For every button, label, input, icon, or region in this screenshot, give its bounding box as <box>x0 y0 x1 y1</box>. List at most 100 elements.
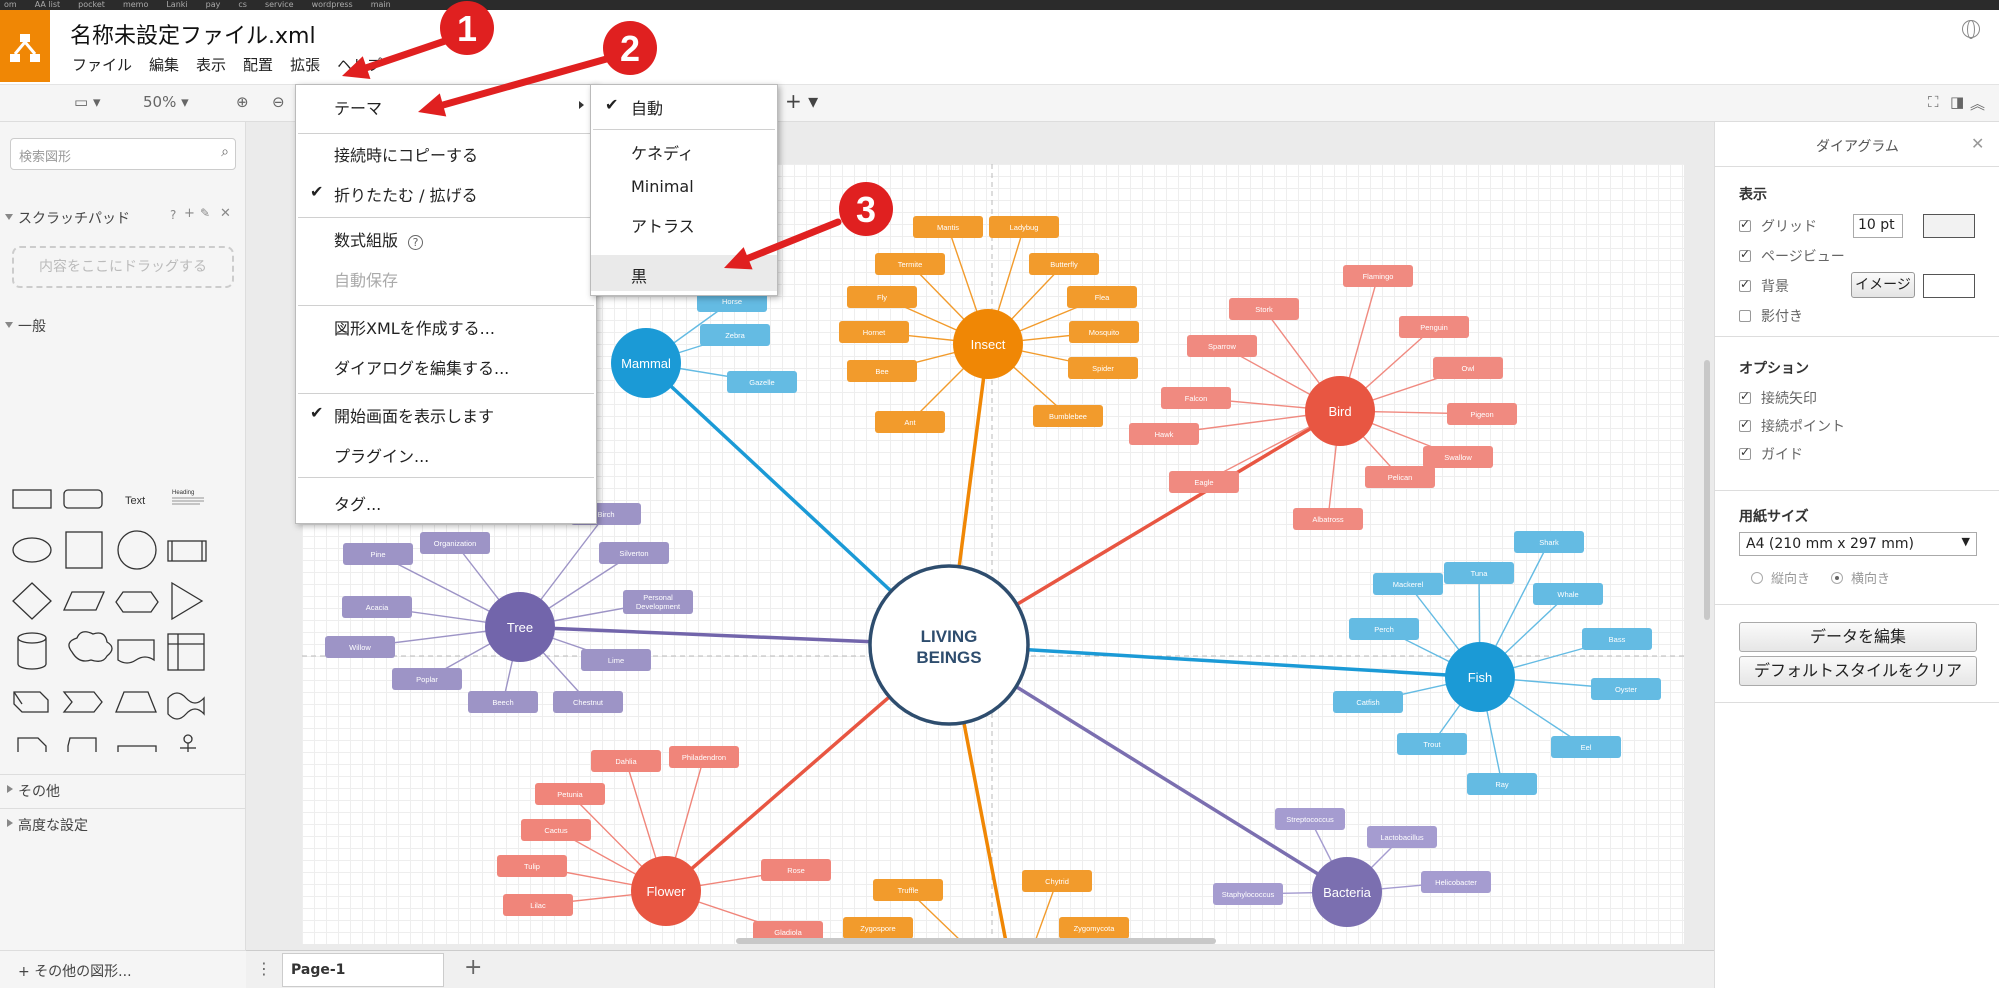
horizontal-scrollbar[interactable] <box>736 938 1216 944</box>
leaf-node[interactable]: Tulip <box>497 855 567 877</box>
page-menu-icon[interactable]: ⋮ <box>256 959 272 978</box>
tree-node[interactable]: Tree <box>485 592 555 662</box>
os-bookmark-item[interactable]: memo <box>122 0 149 9</box>
leaf-node[interactable]: Mackerel <box>1373 573 1443 595</box>
leaf-node[interactable]: Organization <box>420 532 490 554</box>
leaf-node[interactable]: Lime <box>581 649 651 671</box>
leaf-node[interactable]: Trout <box>1397 733 1467 755</box>
clear-style-button[interactable]: デフォルトスタイルをクリア <box>1739 656 1977 686</box>
menu-item[interactable]: 拡張 <box>290 56 321 74</box>
more-shapes-button[interactable]: + その他の図形... <box>0 950 246 988</box>
menu-item[interactable]: 配置 <box>243 56 274 74</box>
extension-menu-item[interactable]: テーマ <box>296 95 596 118</box>
mammal-node[interactable]: Mammal <box>611 328 681 398</box>
leaf-node[interactable]: Mosquito <box>1069 321 1139 343</box>
leaf-node[interactable]: Petunia <box>535 783 605 805</box>
leaf-node[interactable]: Lactobacillus <box>1367 826 1437 848</box>
background-color-swatch[interactable] <box>1923 274 1975 298</box>
search-icon[interactable]: ⌕ <box>221 144 229 160</box>
help-icon[interactable]: ? <box>408 235 424 250</box>
leaf-node[interactable]: Flea <box>1067 286 1137 308</box>
shadow-checkbox[interactable] <box>1739 310 1751 322</box>
leaf-node[interactable]: Fly <box>847 286 917 308</box>
leaf-node[interactable]: Flamingo <box>1343 265 1413 287</box>
grid-checkbox[interactable] <box>1739 217 1751 232</box>
leaf-node[interactable]: Acacia <box>342 596 412 618</box>
os-bookmark-item[interactable]: wordpress <box>311 0 353 9</box>
extension-menu-item[interactable]: 図形XMLを作成する... <box>296 315 596 338</box>
extension-menu-item[interactable]: ダイアログを編集する... <box>296 355 596 378</box>
menu-item[interactable]: 編集 <box>149 56 180 74</box>
portrait-radio[interactable] <box>1751 571 1763 584</box>
leaf-node[interactable]: Butterfly <box>1029 253 1099 275</box>
os-bookmark-item[interactable]: main <box>370 0 391 9</box>
landscape-option[interactable]: 横向き <box>1831 568 1890 587</box>
leaf-node[interactable]: Bass <box>1582 628 1652 650</box>
search-shapes-input[interactable]: 検索図形 ⌕ <box>10 138 236 170</box>
zoom-out-icon[interactable]: ⊖ <box>272 93 285 111</box>
leaf-node[interactable]: Dahlia <box>591 750 661 772</box>
leaf-node[interactable]: Silverton <box>599 542 669 564</box>
extension-menu-item[interactable]: ✔折りたたむ / 拡げる <box>296 182 596 205</box>
os-bookmark-item[interactable]: pay <box>205 0 221 9</box>
theme-menu-item[interactable]: Minimal <box>591 177 777 199</box>
leaf-node[interactable]: Rose <box>761 859 831 881</box>
leaf-node[interactable]: Albatross <box>1293 508 1363 530</box>
leaf-node[interactable]: Poplar <box>392 668 462 690</box>
collapse-icon[interactable]: ︽ <box>1970 95 1986 113</box>
extension-menu-item[interactable]: ✔開始画面を表示します <box>296 403 596 426</box>
leaf-node[interactable]: Whale <box>1533 583 1603 605</box>
leaf-node[interactable]: Streptococcus <box>1275 808 1345 830</box>
leaf-node[interactable]: Chestnut <box>553 691 623 713</box>
insect-node[interactable]: Insect <box>953 309 1023 379</box>
page-view-checkbox[interactable] <box>1739 247 1751 262</box>
leaf-node[interactable]: Falcon <box>1161 387 1231 409</box>
fish-node[interactable]: Fish <box>1445 642 1515 712</box>
scratchpad-header[interactable]: スクラッチパッド ? + ✎ ✕ <box>0 202 246 232</box>
vertical-scrollbar[interactable] <box>1704 360 1710 620</box>
leaf-node[interactable]: Staphylococcus <box>1213 883 1283 905</box>
leaf-node[interactable]: Stork <box>1229 298 1299 320</box>
leaf-node[interactable]: Gladiola <box>753 921 823 943</box>
os-bookmark-item[interactable]: Lanki <box>166 0 188 9</box>
guides-checkbox[interactable] <box>1739 445 1751 460</box>
grid-color-swatch[interactable] <box>1923 214 1975 238</box>
flower-node[interactable]: Flower <box>631 856 701 926</box>
os-bookmark-item[interactable]: pocket <box>78 0 105 9</box>
leaf-node[interactable]: Termite <box>875 253 945 275</box>
connection-points-checkbox[interactable] <box>1739 417 1751 432</box>
theme-menu-item[interactable]: ケネディ <box>591 140 777 163</box>
leaf-node[interactable]: Eagle <box>1169 471 1239 493</box>
os-bookmark-item[interactable]: service <box>264 0 294 9</box>
leaf-node[interactable]: Swallow <box>1423 446 1493 468</box>
leaf-node[interactable]: Bumblebee <box>1033 405 1103 427</box>
extension-menu-item[interactable]: タグ... <box>296 491 596 514</box>
leaf-node[interactable]: Zebra <box>700 324 770 346</box>
leaf-node[interactable]: Sparrow <box>1187 335 1257 357</box>
leaf-node[interactable]: Ladybug <box>989 216 1059 238</box>
landscape-radio[interactable] <box>1831 571 1843 584</box>
theme-menu-item[interactable]: ✔自動 <box>591 95 777 118</box>
fish-edge[interactable] <box>948 643 1481 679</box>
general-header[interactable]: 一般 <box>0 310 246 340</box>
bacteria-node[interactable]: Bacteria <box>1312 857 1382 927</box>
leaf-node[interactable]: Tuna <box>1444 562 1514 584</box>
connection-points-row[interactable]: 接続ポイント <box>1739 416 1845 436</box>
leaf-node[interactable]: Zygospore <box>843 917 913 939</box>
connection-arrows-row[interactable]: 接続矢印 <box>1739 388 1817 408</box>
paper-size-select[interactable]: A4 (210 mm x 297 mm) ▼ <box>1739 532 1977 556</box>
help-icon[interactable]: ? <box>170 208 177 222</box>
leaf-node[interactable]: Beech <box>468 691 538 713</box>
grid-size-input[interactable]: 10 pt <box>1853 214 1903 238</box>
leaf-node[interactable]: Pine <box>343 543 413 565</box>
theme-menu-item[interactable]: アトラス <box>591 213 777 236</box>
leaf-node[interactable]: Chytrid <box>1022 870 1092 892</box>
leaf-node[interactable]: Ant <box>875 411 945 433</box>
leaf-node[interactable]: Owl <box>1433 357 1503 379</box>
zoom-in-icon[interactable]: ⊕ <box>236 93 249 111</box>
leaf-node[interactable]: Cactus <box>521 819 591 841</box>
bird-node[interactable]: Bird <box>1305 376 1375 446</box>
page-view-icon[interactable]: ▭ ▾ <box>74 93 101 111</box>
